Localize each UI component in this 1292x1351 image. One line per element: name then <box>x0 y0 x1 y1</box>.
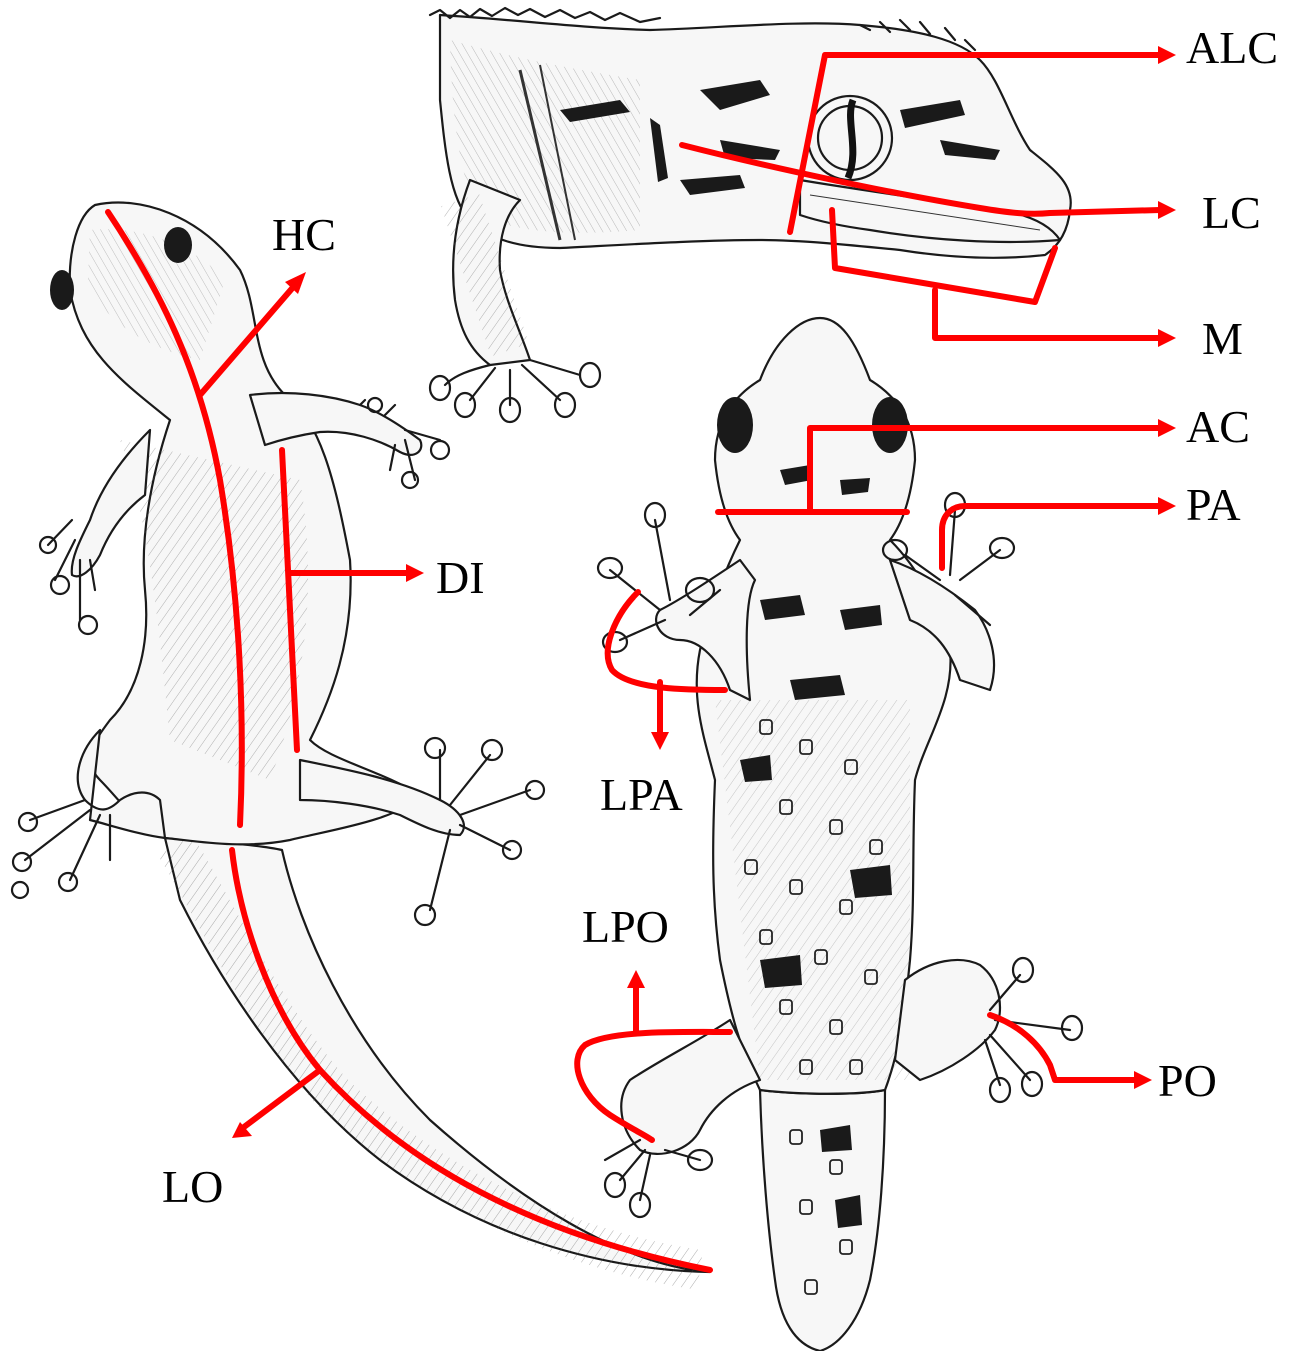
label-pa: PA <box>1186 479 1241 530</box>
label-hc: HC <box>272 209 336 260</box>
di-arrowhead <box>406 564 424 582</box>
label-lpa: LPA <box>600 769 683 820</box>
right-gecko-eye-left <box>717 397 753 453</box>
lo-pointer <box>240 1070 320 1130</box>
right-gecko-rear-right-leg <box>895 960 1000 1080</box>
ac-arrowhead <box>1158 419 1176 437</box>
label-di: DI <box>436 552 485 603</box>
label-alc: ALC <box>1186 22 1278 73</box>
alc-arrowhead <box>1158 46 1176 64</box>
lpo-arrowhead <box>627 970 645 988</box>
label-lo: LO <box>162 1161 223 1212</box>
m-pointer <box>935 290 1160 338</box>
label-ac: AC <box>1186 401 1250 452</box>
pa-measure-line <box>942 506 1160 568</box>
right-gecko-drawing <box>598 318 1082 1351</box>
left-gecko-eye-right <box>164 227 192 263</box>
m-arrowhead <box>1158 329 1176 347</box>
pa-arrowhead <box>1158 497 1176 515</box>
top-gecko-head-drawing <box>430 8 1071 422</box>
label-lpo: LPO <box>582 901 669 952</box>
left-gecko-eye-left <box>50 270 74 310</box>
po-arrowhead <box>1134 1071 1152 1089</box>
right-gecko-tail <box>760 1090 885 1351</box>
left-gecko-front-left-leg <box>72 430 150 576</box>
label-m: M <box>1202 313 1243 364</box>
lc-arrowhead <box>1158 201 1176 219</box>
label-po: PO <box>1158 1055 1217 1106</box>
po-measure-line <box>990 1015 1138 1080</box>
label-lc: LC <box>1202 187 1261 238</box>
lpa-arrowhead <box>651 732 669 750</box>
lc-pointer <box>1050 210 1160 213</box>
